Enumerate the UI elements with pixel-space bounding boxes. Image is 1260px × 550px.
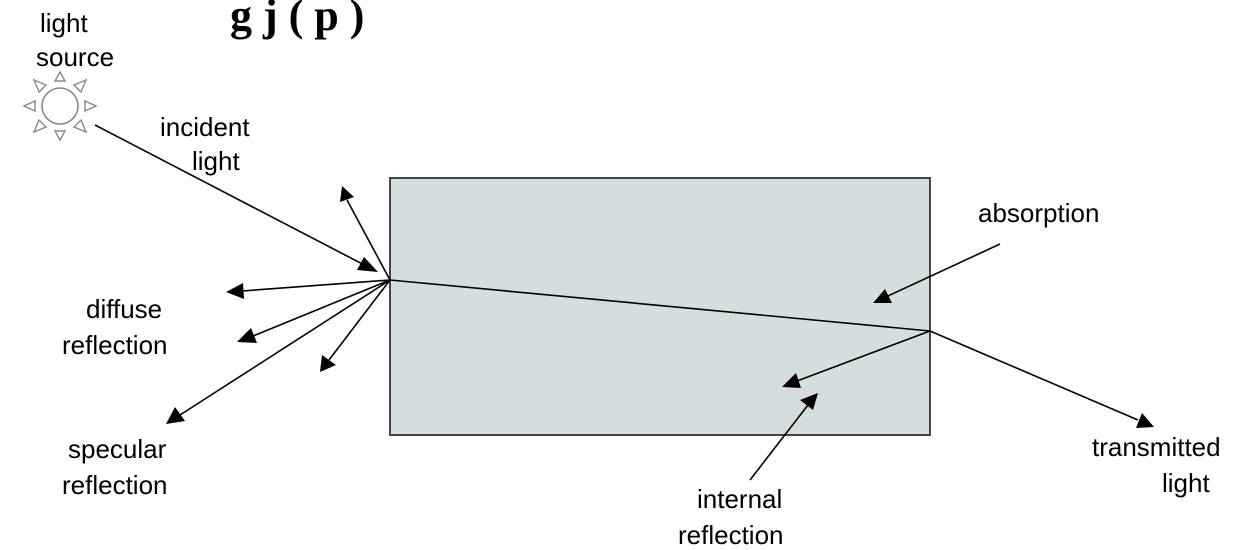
diffuse-ray-up [346, 199, 391, 281]
arrowhead [1136, 413, 1154, 428]
arrowhead [357, 257, 378, 272]
refracted-ray [389, 279, 931, 332]
page-title-fragment: g j ( p ) [230, 0, 364, 40]
arrowhead [237, 328, 257, 343]
absorption-label: absorption [978, 198, 1099, 228]
light-source-label: light source [36, 8, 114, 72]
internal-reflection-label: internal reflection [678, 484, 790, 550]
arrowhead [226, 283, 244, 299]
diffuse-ray-lower-left [252, 279, 391, 337]
diffuse-ray-down [328, 279, 391, 361]
absorption-ray [887, 243, 1001, 297]
specular-ray [179, 279, 391, 416]
arrowhead [782, 373, 801, 388]
material-block [389, 177, 931, 436]
transmitted-light-label: transmitted light [1092, 432, 1228, 498]
internal-reflection-ray-upper [796, 330, 931, 382]
sun-icon [22, 70, 98, 142]
diffuse-ray-left [241, 279, 391, 292]
arrowhead [873, 289, 892, 303]
transmitted-ray [929, 330, 1139, 421]
specular-reflection-label: specular reflection [62, 434, 174, 500]
arrowhead [340, 186, 354, 202]
arrowhead [800, 393, 818, 410]
arrowhead [166, 407, 185, 424]
incident-ray [94, 124, 373, 270]
incident-light-label: incident light [160, 112, 257, 176]
internal-reflection-ray-lower [749, 404, 809, 481]
diffuse-reflection-label: diffuse reflection [62, 294, 169, 360]
arrowhead [320, 355, 336, 372]
